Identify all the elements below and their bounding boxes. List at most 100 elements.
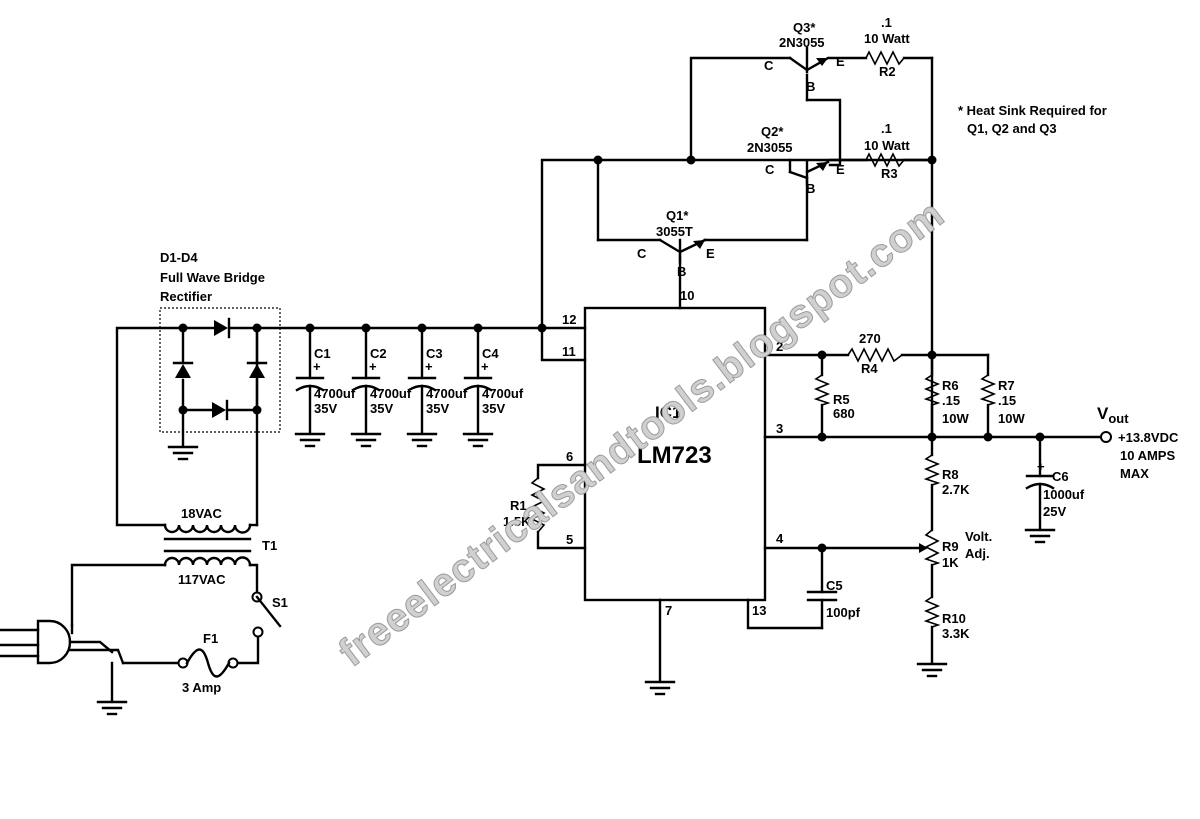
label-pin10: 10: [680, 288, 694, 303]
label-heatsink-1: * Heat Sink Required for: [958, 103, 1107, 118]
label-ic-part: LM723: [637, 442, 712, 469]
capacitor-c6: [1025, 474, 1055, 490]
label-c5-value: 100pf: [826, 605, 861, 620]
resistor-r5: [813, 374, 831, 406]
label-r4-value: 270: [859, 331, 881, 346]
label-c3-volt: 35V: [426, 401, 449, 416]
junction-dots: [178, 155, 1045, 553]
label-volt-adj-2: Adj.: [965, 546, 990, 561]
label-pin12: 12: [562, 312, 576, 327]
label-r2-power: 10 Watt: [864, 31, 910, 46]
label-ic-ref: IC1: [655, 403, 681, 422]
label-r5: R5: [833, 392, 850, 407]
label-q2-part: 2N3055: [747, 140, 793, 155]
transistor-q2: [788, 160, 830, 186]
label-q2-e: E: [836, 162, 845, 177]
label-r1: R1: [510, 498, 527, 513]
label-c1-value: 4700uf: [314, 386, 356, 401]
label-c3-plus: +: [425, 359, 433, 374]
label-c6-volt: 25V: [1043, 504, 1066, 519]
label-c1-plus: +: [313, 359, 321, 374]
label-secondary: 18VAC: [181, 506, 223, 521]
capacitor-c1: [295, 376, 325, 392]
capacitor-c2: [351, 376, 381, 392]
label-output-max: MAX: [1120, 466, 1149, 481]
diode-d4: [246, 361, 268, 378]
label-c4-volt: 35V: [482, 401, 505, 416]
label-r2-value: .1: [881, 15, 892, 30]
resistor-r7: [979, 374, 997, 406]
label-output-current: 10 AMPS: [1120, 448, 1175, 463]
label-q1-b: B: [677, 264, 686, 279]
label-c5: C5: [826, 578, 843, 593]
label-q3-part: 2N3055: [779, 35, 825, 50]
label-c4-plus: +: [481, 359, 489, 374]
power-plug: [0, 619, 125, 665]
ic-lm723-body: [583, 306, 767, 602]
resistor-r4: [847, 347, 903, 363]
capacitor-c3: [407, 376, 437, 392]
bridge-outline: [159, 307, 281, 433]
diode-d1: [214, 317, 231, 339]
label-pin4: 4: [776, 531, 784, 546]
label-q2-c: C: [765, 162, 775, 177]
label-c6-value: 1000uf: [1043, 487, 1085, 502]
transistor-q3: [788, 46, 830, 74]
label-r6-value: .15: [942, 393, 960, 408]
label-q1-e: E: [706, 246, 715, 261]
label-f1-value: 3 Amp: [182, 680, 221, 695]
label-output-voltage: +13.8VDC: [1118, 430, 1179, 445]
wires: [70, 56, 1102, 702]
diode-d3: [172, 361, 194, 378]
label-q3: Q3*: [793, 20, 816, 35]
label-c2-volt: 35V: [370, 401, 393, 416]
label-c4: C4: [482, 346, 499, 361]
label-c3: C3: [426, 346, 443, 361]
label-r6-power: 10W: [942, 411, 969, 426]
label-c3-value: 4700uf: [426, 386, 468, 401]
label-r3-value: .1: [881, 121, 892, 136]
label-bridge-2: Full Wave Bridge: [160, 270, 265, 285]
label-r7: R7: [998, 378, 1015, 393]
label-r3-power: 10 Watt: [864, 138, 910, 153]
label-pin13: 13: [752, 603, 766, 618]
label-r5-value: 680: [833, 406, 855, 421]
label-vout: Vout: [1097, 404, 1129, 426]
label-q3-b: B: [806, 79, 815, 94]
label-bridge-1: D1-D4: [160, 250, 198, 265]
label-pin6: 6: [566, 449, 573, 464]
label-c4-value: 4700uf: [482, 386, 524, 401]
label-pin5: 5: [566, 532, 573, 547]
label-heatsink-2: Q1, Q2 and Q3: [967, 121, 1057, 136]
label-bridge-3: Rectifier: [160, 289, 212, 304]
label-c1-volt: 35V: [314, 401, 337, 416]
label-c1: C1: [314, 346, 331, 361]
resistor-r10: [923, 596, 941, 628]
label-pin11: 11: [562, 344, 576, 359]
label-c2-plus: +: [369, 359, 377, 374]
label-r7-power: 10W: [998, 411, 1025, 426]
resistor-r2: [865, 50, 905, 66]
label-vout-main: V: [1097, 404, 1109, 423]
label-f1: F1: [203, 631, 218, 646]
fuse-f1: [177, 648, 239, 678]
label-r10: R10: [942, 611, 966, 626]
label-r6: R6: [942, 378, 959, 393]
label-q1-part: 3055T: [656, 224, 693, 239]
label-c2: C2: [370, 346, 387, 361]
switch-s1: [251, 591, 282, 638]
label-pin2: 2: [776, 339, 783, 354]
label-pin7: 7: [665, 603, 672, 618]
label-r8: R8: [942, 467, 959, 482]
label-r1-value: 1.5K: [503, 514, 531, 529]
label-r9: R9: [942, 539, 959, 554]
label-q2-b: B: [806, 181, 815, 196]
label-pin3: 3: [776, 421, 783, 436]
label-q1: Q1*: [666, 208, 689, 223]
label-r9-value: 1K: [942, 555, 959, 570]
label-primary: 117VAC: [178, 572, 226, 587]
resistor-r1: [530, 477, 546, 533]
label-c2-value: 4700uf: [370, 386, 412, 401]
label-r3: R3: [881, 166, 898, 181]
transistor-q1: [658, 238, 707, 264]
